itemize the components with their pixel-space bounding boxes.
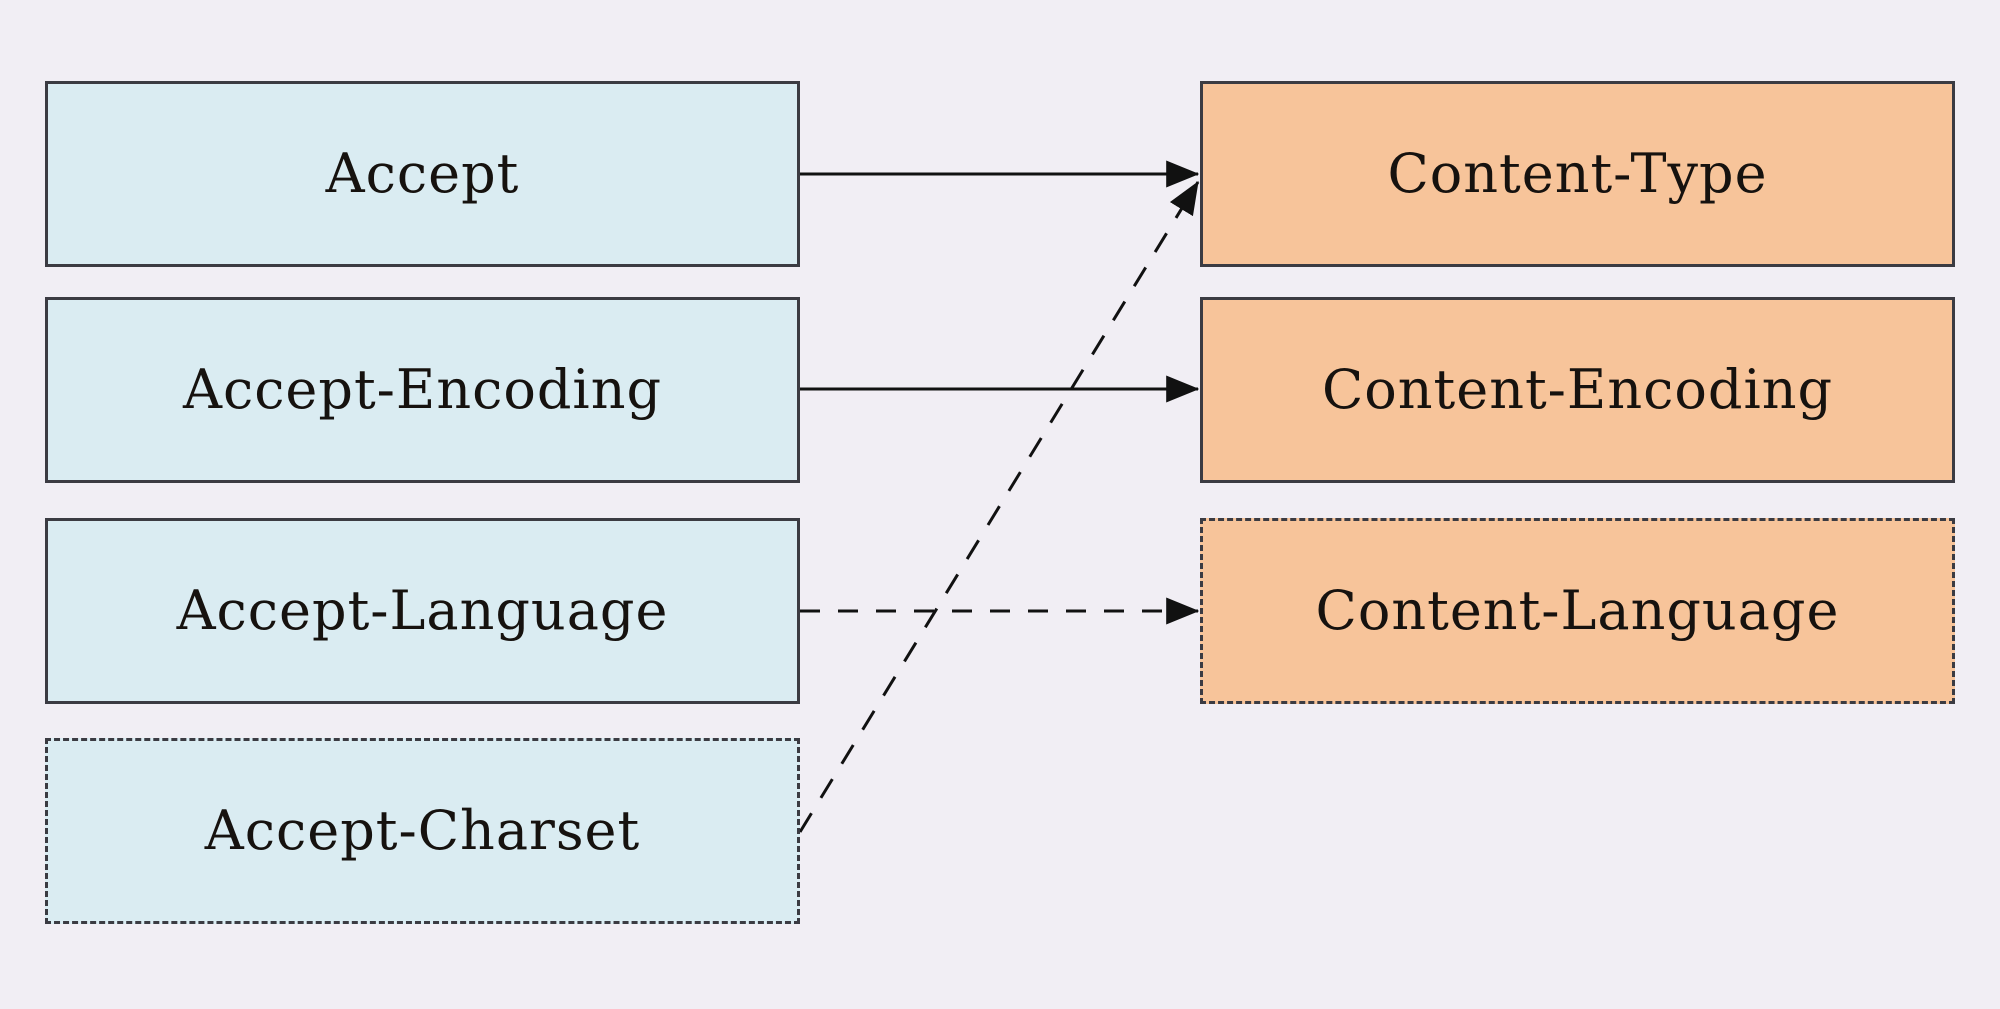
- node-content-type-label: Content-Type: [1387, 142, 1768, 205]
- node-content-type[interactable]: Content-Type: [1200, 81, 1955, 267]
- node-accept[interactable]: Accept: [45, 81, 800, 267]
- node-accept-language[interactable]: Accept-Language: [45, 518, 800, 704]
- node-content-encoding-label: Content-Encoding: [1321, 358, 1834, 421]
- node-accept-label: Accept: [325, 142, 520, 205]
- node-accept-charset[interactable]: Accept-Charset: [45, 738, 800, 924]
- node-accept-language-label: Accept-Language: [176, 579, 669, 642]
- node-accept-encoding[interactable]: Accept-Encoding: [45, 297, 800, 483]
- node-content-language[interactable]: Content-Language: [1200, 518, 1955, 704]
- node-content-encoding[interactable]: Content-Encoding: [1200, 297, 1955, 483]
- node-accept-charset-label: Accept-Charset: [204, 799, 641, 862]
- node-content-language-label: Content-Language: [1315, 579, 1840, 642]
- edge-accept-charset-to-content-type: [798, 180, 1200, 833]
- node-accept-encoding-label: Accept-Encoding: [182, 358, 663, 421]
